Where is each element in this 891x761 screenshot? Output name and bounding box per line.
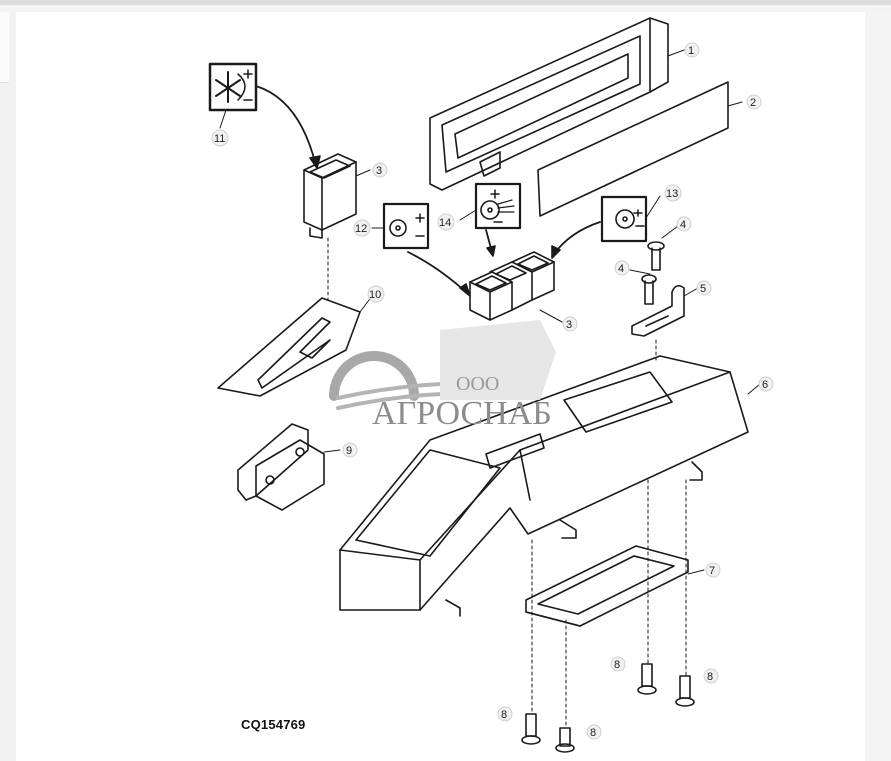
callout-13: 13: [664, 184, 682, 202]
watermark-name: АГРОСНАБ: [372, 395, 552, 432]
svg-text:9: 9: [346, 445, 352, 457]
callout-8d: 8: [586, 724, 602, 740]
leader-lines: [219, 49, 761, 575]
part-3-switch-group: [469, 251, 555, 321]
svg-text:8: 8: [614, 659, 620, 671]
svg-text:10: 10: [369, 289, 381, 301]
svg-text:8: 8: [501, 709, 507, 721]
callout-8b: 8: [703, 668, 719, 684]
callout-3b: 3: [562, 316, 578, 332]
callout-12: 12: [353, 219, 371, 237]
svg-text:8: 8: [707, 671, 713, 683]
callout-7: 7: [705, 562, 721, 578]
svg-text:11: 11: [214, 133, 225, 145]
svg-text:12: 12: [355, 223, 367, 235]
svg-text:7: 7: [709, 565, 715, 577]
svg-text:3: 3: [566, 319, 572, 331]
right-scroll-gutter[interactable]: [865, 12, 891, 761]
svg-text:6: 6: [762, 379, 768, 391]
browser-top-bar: [0, 0, 891, 5]
svg-text:8: 8: [590, 727, 596, 739]
callout-10: 10: [367, 285, 385, 303]
figure-code: CQ154769: [241, 717, 306, 732]
top-divider: [0, 5, 891, 12]
callout-1: 1: [684, 42, 700, 58]
callout-labels: 1 2 3 3 4 4 5 6 7 8 8 8 8 9 10 11 12 13 …: [211, 42, 774, 740]
decal-13: [551, 195, 648, 259]
callout-8c: 8: [497, 706, 513, 722]
part-1-top-cover: [429, 17, 669, 191]
callout-4b: 4: [614, 260, 630, 276]
svg-text:14: 14: [439, 217, 451, 229]
svg-text:4: 4: [618, 263, 624, 275]
part-4-screws: [641, 241, 665, 305]
svg-text:2: 2: [750, 97, 756, 109]
part-9-connector: [237, 423, 325, 511]
part-6-console-housing: [339, 355, 749, 617]
watermark-logo: [329, 320, 556, 410]
decal-14: [474, 182, 522, 257]
callout-6: 6: [758, 376, 774, 392]
callout-9: 9: [342, 442, 358, 458]
callout-8a: 8: [610, 656, 626, 672]
left-sidebar-stub: [0, 12, 9, 83]
callout-4a: 4: [676, 216, 692, 232]
svg-text:4: 4: [680, 219, 686, 231]
part-7-tray: [525, 545, 689, 627]
svg-text:5: 5: [700, 283, 706, 295]
svg-text:1: 1: [688, 45, 694, 57]
callout-3a: 3: [372, 162, 388, 178]
part-2-panel-insert: [537, 81, 729, 217]
part-8-screws: [521, 663, 695, 753]
svg-text:3: 3: [376, 165, 382, 177]
callout-5: 5: [696, 280, 712, 296]
alignment-lines: [327, 237, 687, 729]
part-3-rocker-switch: [303, 153, 357, 239]
callout-11: 11: [211, 129, 229, 147]
callout-14: 14: [437, 213, 455, 231]
svg-text:13: 13: [666, 188, 678, 200]
part-5-bracket: [631, 284, 685, 337]
callout-2: 2: [746, 94, 762, 110]
part-10-gate-plate: [217, 297, 361, 397]
decal-12: [382, 202, 471, 297]
decal-11-fan-icon: [208, 62, 321, 169]
watermark-prefix: ООО: [456, 373, 499, 395]
